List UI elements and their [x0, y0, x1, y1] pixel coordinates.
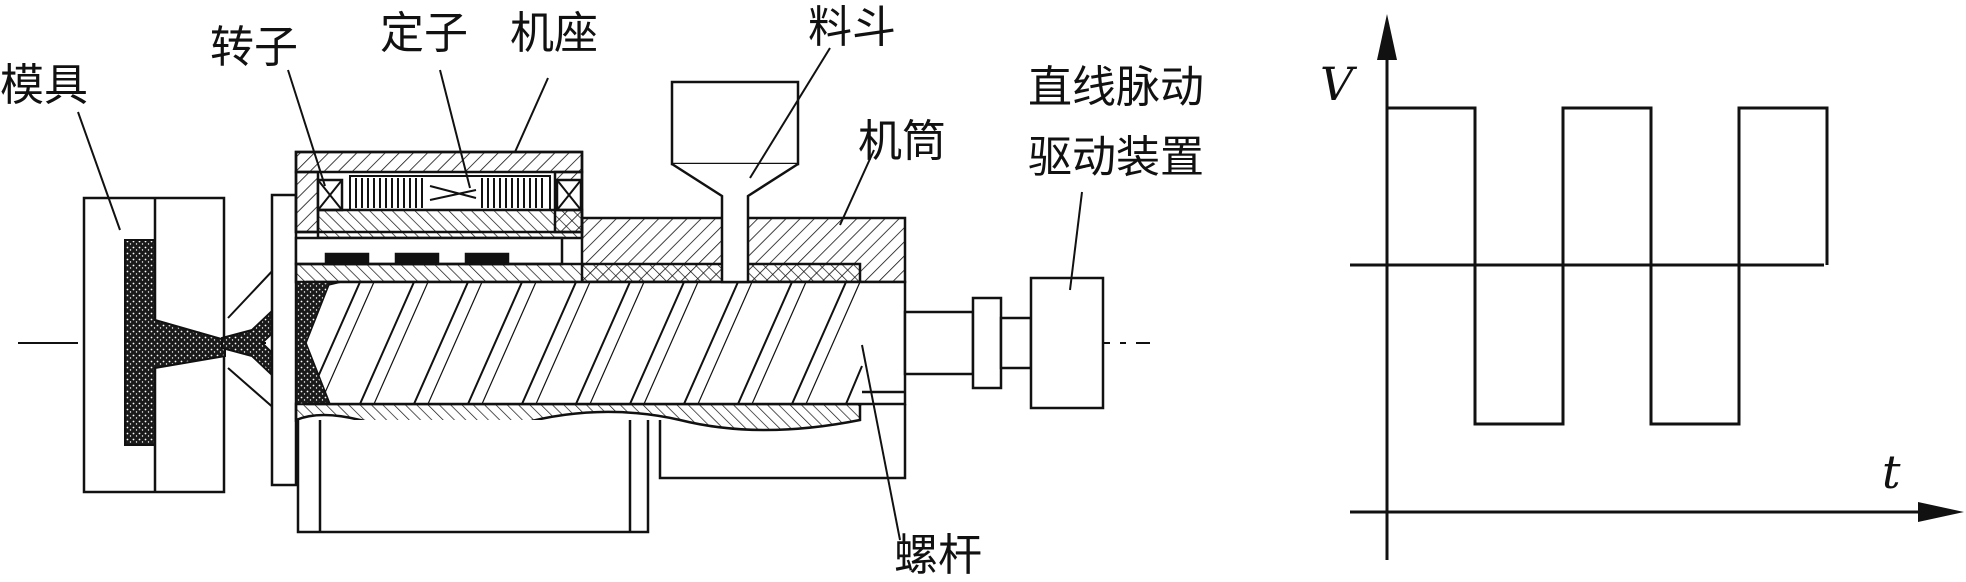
- screw-label: 螺杆: [894, 530, 982, 581]
- barrel-label: 机筒: [858, 116, 946, 167]
- drive-shaft: [903, 296, 1033, 390]
- mold: [82, 196, 226, 494]
- v-axis-label: V: [1320, 57, 1358, 111]
- motor-frame: [294, 150, 584, 266]
- drive-label-line1: 直线脉动: [1028, 62, 1204, 113]
- stator-label: 定子: [380, 8, 468, 59]
- leader-lines: [77, 47, 1083, 541]
- drive-label-line2: 驱动装置: [1028, 132, 1204, 183]
- x-axis-arrow: [1918, 502, 1964, 522]
- waveform-plot: [1350, 14, 1964, 560]
- stator-windings: [349, 175, 551, 211]
- barrel: [294, 216, 907, 534]
- square-wave: [1387, 106, 1829, 426]
- linear-pulse-drive-box: [1029, 276, 1105, 410]
- t-axis-label: t: [1882, 445, 1901, 499]
- injection-machine: [18, 47, 1150, 541]
- y-axis-arrow: [1377, 14, 1397, 60]
- screw: [295, 280, 863, 406]
- hopper: [670, 80, 800, 284]
- frame-label: 机座: [510, 8, 598, 59]
- rotor-label: 转子: [210, 22, 298, 73]
- hopper-label: 料斗: [808, 2, 896, 53]
- machine-labels: 模具 转子 定子 机座 料斗 机筒 直线脉动 驱动装置 螺杆: [0, 2, 1204, 581]
- front-flange: [270, 193, 298, 487]
- mold-label: 模具: [0, 60, 88, 111]
